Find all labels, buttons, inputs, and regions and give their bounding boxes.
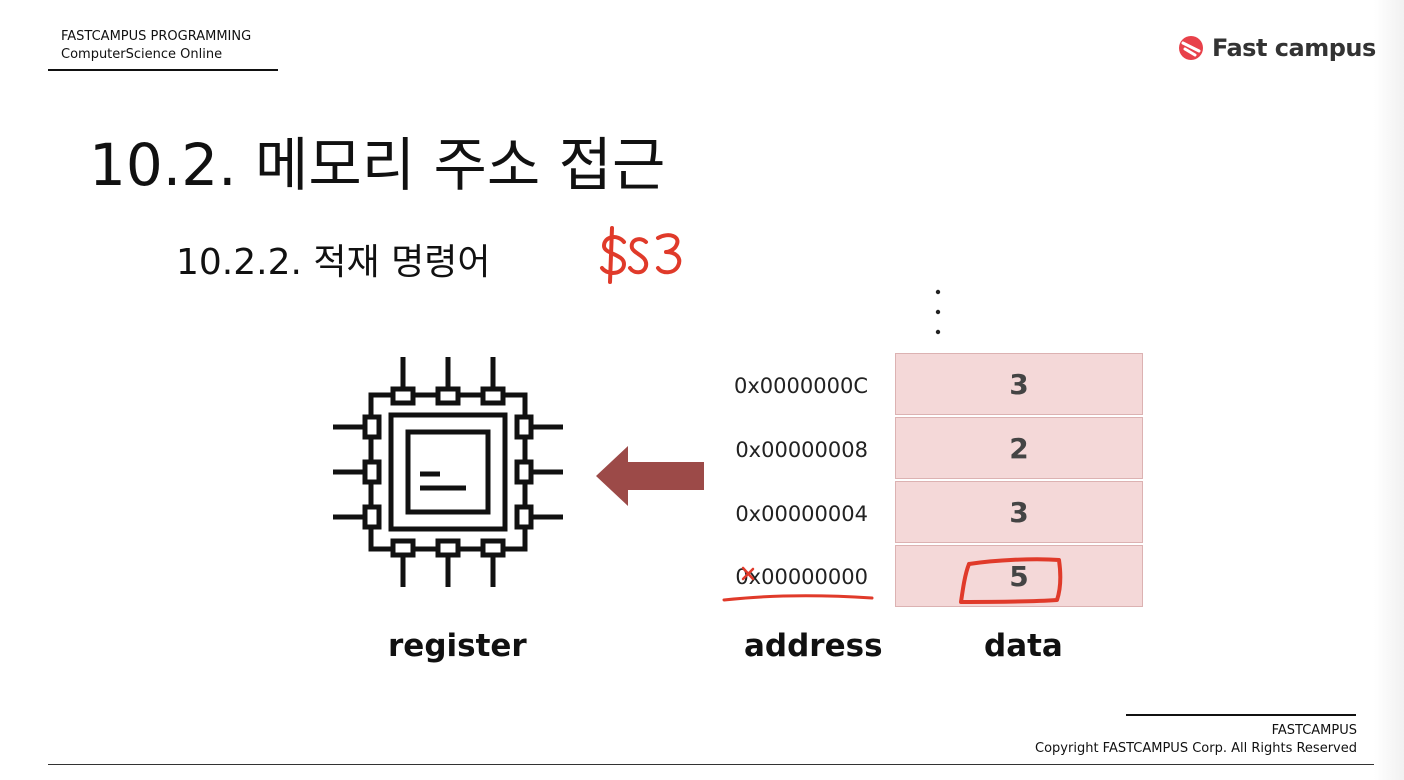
footer: FASTCAMPUS Copyright FASTCAMPUS Corp. Al… (1000, 722, 1357, 758)
label-address: address (744, 628, 883, 664)
slide-subtitle: 10.2.2. 적재 명령어 (176, 242, 491, 283)
memory-table: 3 2 3 5 (895, 353, 1143, 609)
brand-line-2: ComputerScience Online (61, 47, 223, 62)
address-2: 0x00000004 (735, 502, 868, 526)
slide-title: 10.2. 메모리 주소 접근 (89, 131, 666, 199)
memory-cell: 2 (895, 417, 1143, 479)
address-1: 0x00000008 (735, 438, 868, 462)
left-arrow-icon (594, 444, 706, 512)
continuation-dots: ⋮ (930, 284, 946, 348)
continuation-marker-text: ⋮ (946, 284, 947, 285)
annotation-strike-x (740, 564, 756, 586)
address-0: 0x0000000C (734, 374, 868, 398)
fastcampus-logo: Fast campus (1178, 34, 1376, 62)
label-data: data (984, 628, 1063, 664)
header-brand: FASTCAMPUS PROGRAMMING ComputerScience O… (61, 28, 251, 64)
logo-text: Fast campus (1212, 34, 1376, 62)
cpu-chip-icon (328, 352, 568, 596)
handwritten-note-text: $S3 (692, 220, 693, 221)
handwritten-note: $S3 (596, 220, 692, 290)
annotation-box (955, 552, 1067, 610)
memory-cell: 3 (895, 481, 1143, 543)
footer-rule (1126, 714, 1356, 716)
label-register: register (388, 628, 527, 664)
address-3: 0x00000000 (735, 565, 868, 589)
footer-copyright: Copyright FASTCAMPUS Corp. All Rights Re… (1035, 741, 1357, 756)
footer-brand: FASTCAMPUS (1271, 723, 1357, 738)
right-edge-strip (1374, 0, 1404, 780)
header-rule (48, 69, 278, 71)
memory-cell: 3 (895, 353, 1143, 415)
fastcampus-logo-icon (1179, 36, 1203, 60)
brand-line-1: FASTCAMPUS PROGRAMMING (61, 29, 252, 44)
annotation-underline (720, 590, 876, 610)
memory-cell: 5 (895, 545, 1143, 607)
bottom-rule (48, 764, 1374, 765)
